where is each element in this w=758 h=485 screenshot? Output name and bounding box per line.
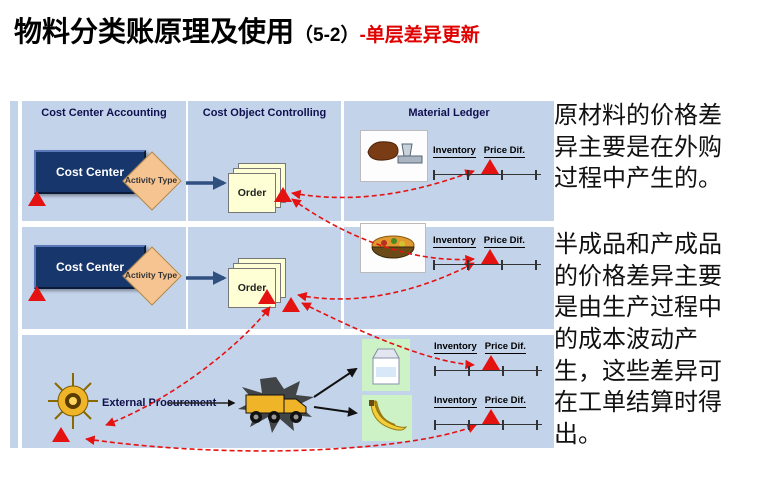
inventory-label: Inventory: [434, 341, 477, 354]
raw-material-icon: [360, 130, 428, 182]
price-difference-triangle: [482, 355, 500, 370]
activity-type-diamond-row2: Activity Type: [120, 248, 182, 302]
chart-labels: Inventory Price Dif.: [434, 395, 546, 408]
ledger-chart-row1: Inventory Price Dif.: [433, 145, 545, 181]
header-cost-center-accounting: Cost Center Accounting: [41, 107, 167, 119]
chart-labels: Inventory Price Dif.: [433, 145, 545, 158]
ledger-chart-row3a: Inventory Price Dif.: [434, 341, 546, 377]
price-difference-triangle: [482, 409, 500, 424]
price-dif-label: Price Dif.: [483, 145, 525, 158]
price-difference-triangle: [481, 249, 499, 264]
price-difference-triangle: [258, 289, 276, 304]
title-subtitle: -单层差异更新: [359, 25, 480, 46]
chart-axis: [433, 170, 541, 180]
bananas-icon: [362, 395, 412, 441]
price-difference-triangle: [28, 191, 46, 206]
chart-axis: [434, 366, 542, 376]
note-semi-finished: 半成品和产成品的价格差异主要是由生产过程中的成本波动产生，这些差异可在工单结算时…: [554, 231, 722, 449]
price-difference-triangle: [282, 297, 300, 312]
price-difference-triangle: [28, 286, 46, 301]
price-dif-label: Price Dif.: [484, 395, 526, 408]
activity-type-label-row1: Activity Type: [124, 174, 178, 185]
inventory-label: Inventory: [434, 395, 477, 408]
ledger-chart-row2: Inventory Price Dif.: [433, 235, 545, 271]
chart-axis: [433, 260, 541, 270]
milk-carton-icon: [362, 339, 410, 391]
header-cost-object-controlling: Cost Object Controlling: [202, 107, 327, 119]
header-material-ledger: Material Ledger: [408, 107, 490, 119]
order-label-row1: Order: [228, 173, 276, 213]
panel-left-strip: [10, 101, 18, 448]
price-difference-triangle: [274, 187, 292, 202]
inventory-label: Inventory: [433, 235, 476, 248]
gold-emblem-icon: [46, 371, 100, 431]
flow-diagram: Cost Center Accounting Cost Object Contr…: [8, 95, 554, 457]
chart-labels: Inventory Price Dif.: [434, 341, 546, 354]
price-dif-label: Price Dif.: [484, 341, 526, 354]
activity-type-label-row2: Activity Type: [124, 269, 178, 280]
external-procurement-label: External Procurement: [102, 397, 217, 409]
chart-labels: Inventory Price Dif.: [433, 235, 545, 248]
title-main: 物料分类账原理及使用: [14, 16, 295, 47]
price-dif-label: Price Dif.: [483, 235, 525, 248]
chart-axis: [434, 420, 542, 430]
activity-type-diamond-row1: Activity Type: [120, 153, 182, 207]
slide-title: 物料分类账原理及使用（5-2）-单层差异更新: [14, 10, 480, 50]
ledger-chart-row3b: Inventory Price Dif.: [434, 395, 546, 431]
price-difference-triangle: [481, 159, 499, 174]
note-raw-materials: 原材料的价格差异主要是在外购过程中产生的。: [554, 102, 722, 193]
title-paren: （5-2）: [294, 25, 360, 46]
inventory-label: Inventory: [433, 145, 476, 158]
price-difference-triangle: [52, 427, 70, 442]
notes-panel: 原材料的价格差异主要是在外购过程中产生的。 半成品和产成品的价格差异主要是由生产…: [554, 100, 730, 485]
finished-goods-icon: [360, 223, 426, 273]
truck-icon: [238, 377, 314, 433]
